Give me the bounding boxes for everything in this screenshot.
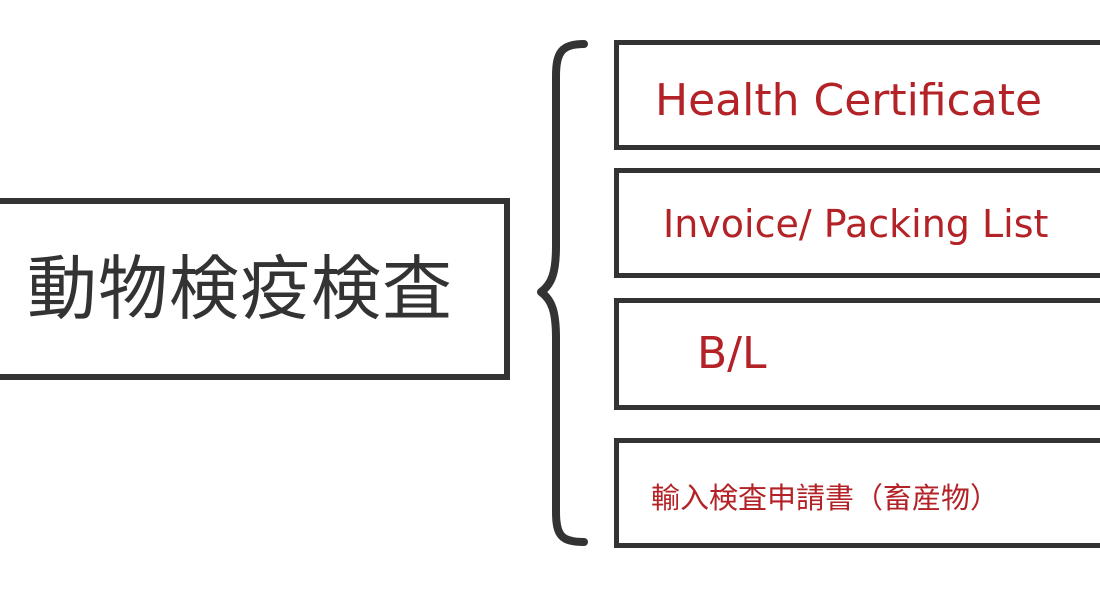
main-process-box: 動物検疫検査 bbox=[0, 198, 510, 380]
document-label-import-inspection-application: 輸入検査申請書（畜産物） bbox=[651, 480, 1000, 515]
document-label-invoice-packing-list: Invoice/ Packing List bbox=[663, 202, 1049, 246]
document-box-invoice-packing-list: Invoice/ Packing List bbox=[614, 168, 1100, 278]
document-box-bill-of-lading: B/L bbox=[614, 298, 1100, 410]
document-label-bill-of-lading: B/L bbox=[697, 328, 767, 379]
document-box-health-certificate: Health Certificate bbox=[614, 40, 1100, 150]
document-label-health-certificate: Health Certificate bbox=[655, 75, 1043, 126]
document-box-import-inspection-application: 輸入検査申請書（畜産物） bbox=[614, 438, 1100, 548]
curly-brace-icon bbox=[537, 40, 588, 546]
main-process-label: 動物検疫検査 bbox=[27, 248, 453, 330]
